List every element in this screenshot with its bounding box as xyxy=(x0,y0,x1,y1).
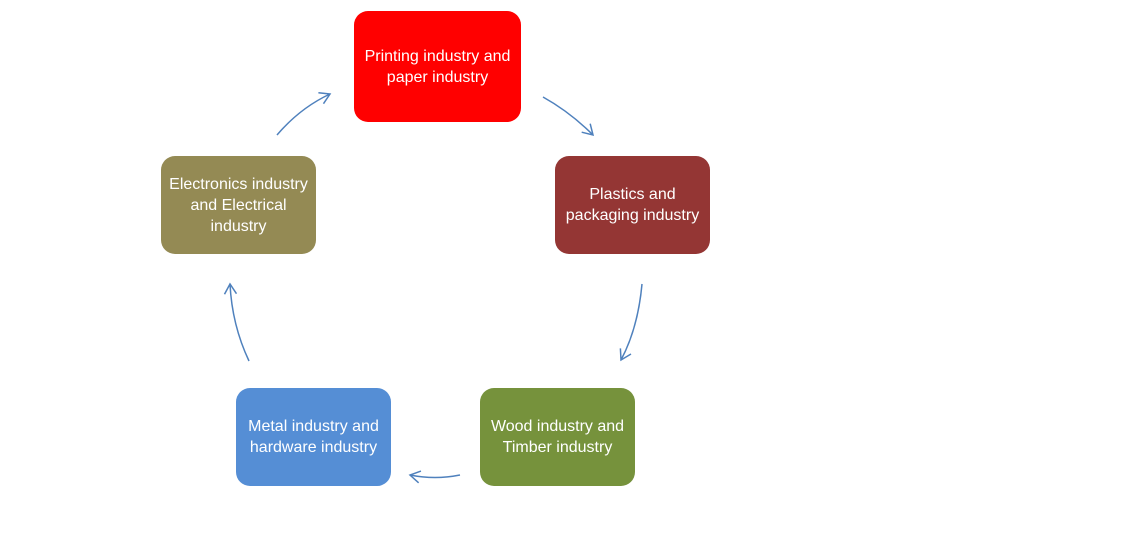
node-label: Metal industry and hardware industry xyxy=(248,418,379,456)
node-label: Plastics and packaging industry xyxy=(565,186,700,224)
node-plastics-packaging-industry: Plastics and packaging industry xyxy=(555,156,710,254)
node-label: Electronics industry and Electrical indu… xyxy=(169,175,308,235)
node-electronics-electrical-industry: Electronics industry and Electrical indu… xyxy=(161,156,316,254)
node-printing-paper-industry: Printing industry and paper industry xyxy=(354,11,521,122)
node-wood-timber-industry: Wood industry and Timber industry xyxy=(480,388,635,486)
node-label: Printing industry and paper industry xyxy=(364,47,511,86)
arrow-wood-to-metal xyxy=(408,470,461,484)
arrow-electronics-to-printing xyxy=(276,92,332,136)
arrow-plastics-to-wood xyxy=(619,283,643,362)
node-metal-hardware-industry: Metal industry and hardware industry xyxy=(236,388,391,486)
arrow-printing-to-plastics xyxy=(542,96,595,137)
node-label: Wood industry and Timber industry xyxy=(490,418,625,456)
arrow-metal-to-electronics xyxy=(223,282,250,362)
